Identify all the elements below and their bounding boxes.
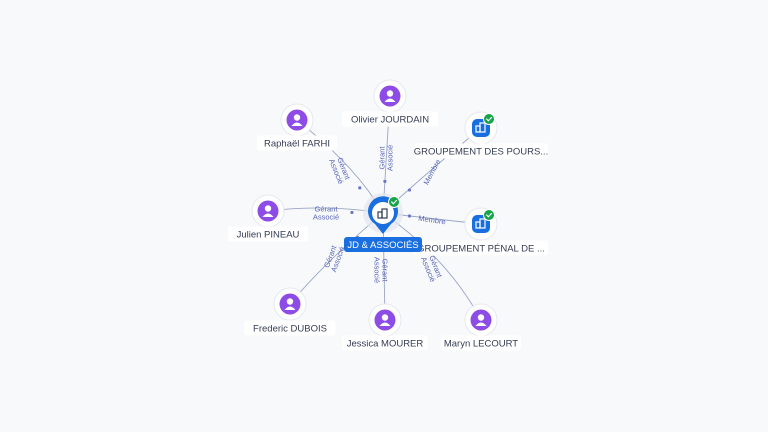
relation-label: Associé xyxy=(386,145,395,171)
node-label: Frederic DUBOIS xyxy=(253,324,327,335)
relation-label: Associé xyxy=(373,257,382,283)
verified-check-icon xyxy=(483,209,495,221)
person-icon xyxy=(374,309,396,331)
center-label-box xyxy=(344,237,422,252)
node-grp2[interactable]: GROUPEMENT PÉNAL DE ... xyxy=(413,207,549,256)
edge-arrow xyxy=(407,188,412,192)
person-icon xyxy=(257,200,279,222)
node-julien[interactable]: Julien PINEAU xyxy=(227,194,309,242)
relation-label: Membre xyxy=(418,214,447,227)
node-label-box xyxy=(256,135,338,151)
verified-check-icon xyxy=(388,196,400,208)
node-label-box xyxy=(413,143,549,159)
edge-arrow xyxy=(350,210,354,215)
node-label: Maryn LECOURT xyxy=(444,339,518,350)
edge-label-grp1: Membre xyxy=(422,158,443,187)
nodes-layer: Olivier JOURDAIN Raphaël FARHI Julien PINE… xyxy=(227,79,549,351)
relation-label: Gérant xyxy=(381,259,390,283)
node-raphael[interactable]: Raphaël FARHI xyxy=(256,103,338,151)
node-label: Jessica MOURER xyxy=(347,339,424,350)
edge-arrow xyxy=(358,186,362,190)
center-node[interactable]: JD & ASSOCIÉS xyxy=(344,193,422,252)
person-icon xyxy=(286,109,308,131)
node-label-box xyxy=(244,320,336,336)
relation-label: Associé xyxy=(313,213,339,222)
company-building-icon xyxy=(377,208,388,219)
person-icon xyxy=(470,309,492,331)
person-icon xyxy=(379,85,401,107)
node-label-box xyxy=(413,240,549,256)
node-label: GROUPEMENT PÉNAL DE ... xyxy=(417,244,545,255)
node-olivier[interactable]: Olivier JOURDAIN xyxy=(341,79,439,127)
node-grp1[interactable]: GROUPEMENT DES POURS... xyxy=(413,111,549,159)
node-label: Olivier JOURDAIN xyxy=(351,115,429,126)
node-label: Julien PINEAU xyxy=(237,230,300,241)
node-label-box xyxy=(227,226,309,242)
relation-label: Gérant xyxy=(378,146,387,170)
node-label-box xyxy=(341,111,439,127)
person-icon xyxy=(279,293,301,315)
edge-arrow xyxy=(407,214,412,218)
node-label-box xyxy=(342,335,428,351)
edge-label-grp2: Membre xyxy=(418,214,447,227)
node-label: Raphaël FARHI xyxy=(264,139,330,150)
relation-label: Membre xyxy=(422,158,443,187)
center-label: JD & ASSOCIÉS xyxy=(347,240,418,251)
relation-label: Gérant xyxy=(315,205,339,214)
node-label: GROUPEMENT DES POURS... xyxy=(414,147,548,158)
node-frederic[interactable]: Frederic DUBOIS xyxy=(244,287,336,336)
verified-check-icon xyxy=(483,113,495,125)
node-label-box xyxy=(440,335,522,351)
node-jessica[interactable]: Jessica MOURER xyxy=(342,303,428,351)
node-maryn[interactable]: Maryn LECOURT xyxy=(440,303,522,351)
edge-arrow xyxy=(383,179,387,184)
